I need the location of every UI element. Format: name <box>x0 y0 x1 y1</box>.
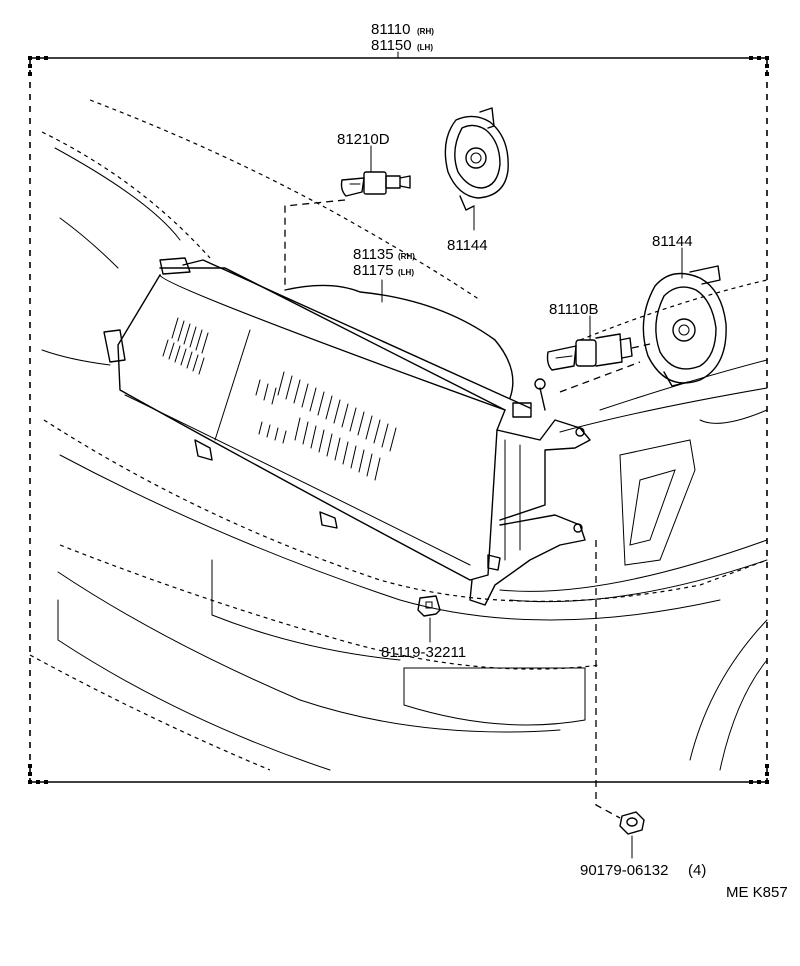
wedge-bulb-icon <box>340 171 411 197</box>
assembly-frame <box>28 51 769 784</box>
assembly-label: 81110 (RH) 81150 (LH) <box>371 21 434 54</box>
unit-lh-label: 81175 <box>353 262 394 279</box>
headlamp-assembly-icon <box>103 257 591 606</box>
bulb-main-label: 81110B <box>549 301 599 318</box>
nut-qty-label: (4) <box>688 862 706 879</box>
socket-cover-top-icon <box>444 107 509 211</box>
lens-hatch-left <box>162 317 209 375</box>
bulb-small-label: 81210D <box>337 131 390 148</box>
unit-label: 81135 (RH) 81175 (LH) <box>353 246 415 279</box>
lens-hatch-main <box>255 371 397 481</box>
diagram-code: ME K857 <box>726 884 788 901</box>
nut-label: 90179-06132 <box>580 862 668 879</box>
assembly-part-rh: 81110 <box>371 21 411 38</box>
assembly-lh-tag: (LH) <box>417 43 433 52</box>
retainer-label: 81119-32211 <box>381 644 466 661</box>
socket-cover-right-icon <box>642 265 727 387</box>
unit-rh-label: 81135 <box>353 246 394 263</box>
clip-icon <box>417 595 441 617</box>
unit-lh-tag: (LH) <box>398 268 414 277</box>
halogen-bulb-icon <box>546 333 633 371</box>
assembly-rh-tag: (RH) <box>417 27 434 36</box>
assembly-part-lh: 81150 <box>371 37 412 54</box>
socket-top-label: 81144 <box>447 237 488 254</box>
car-body-outline <box>29 99 768 771</box>
nut-icon <box>619 811 645 835</box>
unit-rh-tag: (RH) <box>398 252 415 261</box>
socket-right-label: 81144 <box>652 233 693 250</box>
